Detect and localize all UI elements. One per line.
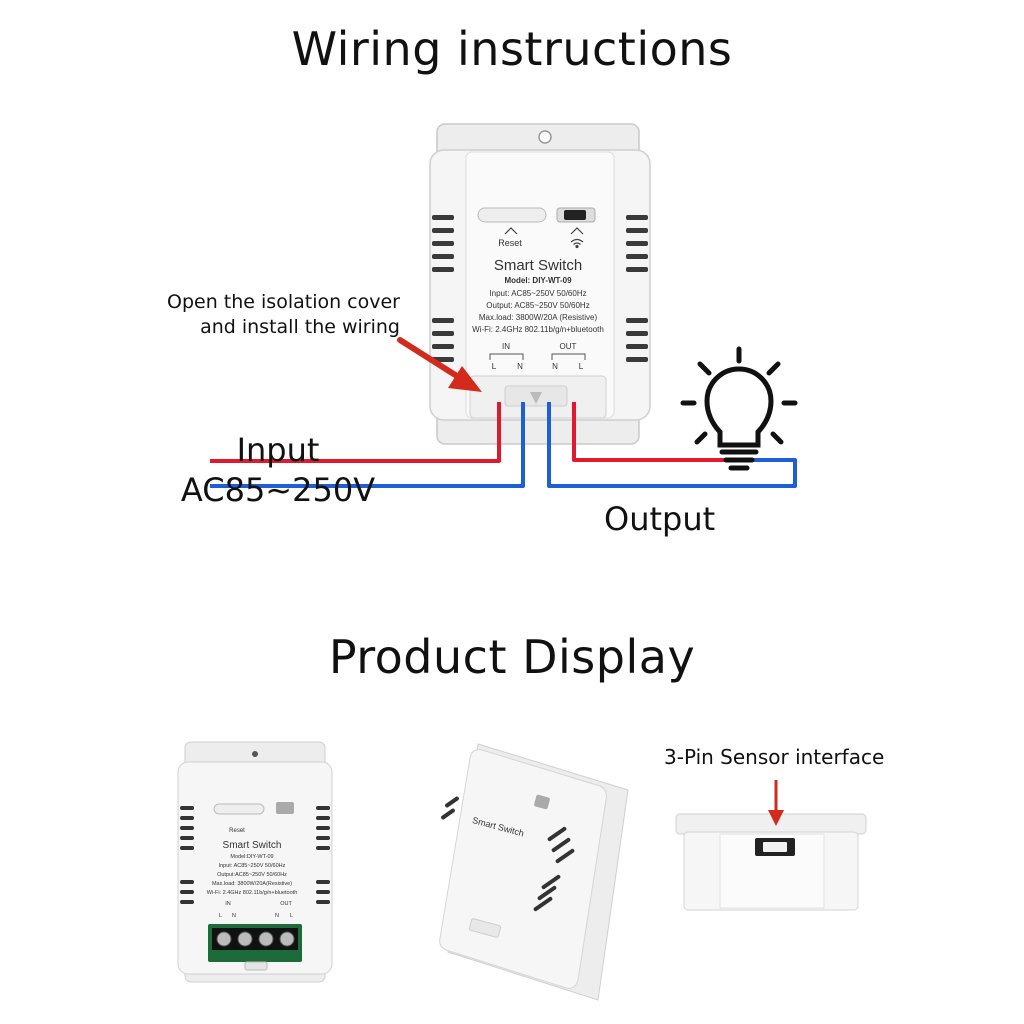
- sensor-arrow-icon: [768, 780, 784, 826]
- product-side-photo: [675, 813, 867, 911]
- out-label: OUT: [560, 342, 577, 351]
- input-label: Input AC85~250V: [160, 430, 396, 510]
- status-led-window: [564, 210, 586, 220]
- isolation-cover-instruction: Open the isolation cover and install the…: [150, 290, 400, 340]
- left-vents: [432, 215, 454, 362]
- reset-label: Reset: [498, 238, 522, 248]
- small-in-label: IN: [225, 901, 231, 907]
- isolation-line-1: Open the isolation cover: [167, 291, 400, 313]
- wiring: [210, 402, 797, 488]
- small-device-model: Model:DIY-WT-09: [230, 854, 273, 860]
- in-n-label: N: [517, 362, 523, 371]
- device-model: Model: DIY-WT-09: [504, 276, 572, 285]
- small-device-wifi: Wi-Fi: 2.4GHz 802.11b/g/n+bluetooth: [207, 890, 298, 896]
- reset-button[interactable]: [477, 207, 547, 223]
- right-vents: [626, 215, 648, 362]
- small-device-name: Smart Switch: [223, 840, 282, 851]
- small-l2-label: L: [290, 913, 293, 919]
- light-bulb-icon: [680, 346, 798, 471]
- product-display-title: Product Display: [328, 630, 696, 684]
- mounting-hole-icon: [538, 130, 552, 144]
- device-maxload-spec: Max.load: 3800W/20A (Resistive): [479, 313, 598, 322]
- out-n-label: N: [552, 362, 558, 371]
- wifi-icon: [570, 238, 584, 249]
- device-output-spec: Output: AC85~250V 50/60Hz: [486, 301, 589, 310]
- small-device-maxload: Max.load: 3800W/20A(Resistive): [212, 881, 292, 887]
- isolation-line-2: and install the wiring: [200, 316, 400, 338]
- sensor-interface-label: 3-Pin Sensor interface: [664, 745, 885, 769]
- reset-caret-icon: [504, 227, 518, 235]
- input-voltage-label: AC85~250V: [180, 471, 376, 509]
- input-label-line-1: Input: [236, 431, 320, 469]
- small-n2-label: N: [275, 913, 279, 919]
- input-live-wire: [210, 402, 501, 463]
- in-label: IN: [502, 342, 510, 351]
- device-input-spec: Input: AC85~250V 50/60Hz: [489, 289, 586, 298]
- device-name: Smart Switch: [494, 257, 582, 274]
- wiring-instructions-title: Wiring instructions: [291, 22, 733, 76]
- input-neutral-wire: [210, 402, 525, 488]
- small-out-label: OUT: [280, 901, 292, 907]
- output-live-wire: [572, 402, 730, 462]
- small-device-input: Input: AC85~250V 50/60Hz: [219, 863, 286, 869]
- arrow-icon: [397, 337, 482, 392]
- out-l-label: L: [579, 362, 584, 371]
- small-reset-label: Reset: [229, 828, 245, 834]
- in-l-label: L: [492, 362, 497, 371]
- small-n1-label: N: [232, 913, 236, 919]
- product-front-photo: Reset Smart Switch Model:DIY-WT-09 Input…: [177, 741, 333, 983]
- small-l1-label: L: [219, 913, 222, 919]
- output-neutral-wire: [547, 402, 797, 488]
- product-angled-photo: Smart Switch: [439, 743, 629, 1001]
- small-device-output: Output:AC85~250V 50/60Hz: [217, 872, 287, 878]
- smart-switch-device: Reset Smart Switch Model: DIY-WT-09 Inpu…: [429, 123, 651, 445]
- device-wifi-spec: Wi-Fi: 2.4GHz 802.11b/g/n+bluetooth: [472, 325, 604, 334]
- output-label: Output: [604, 500, 716, 538]
